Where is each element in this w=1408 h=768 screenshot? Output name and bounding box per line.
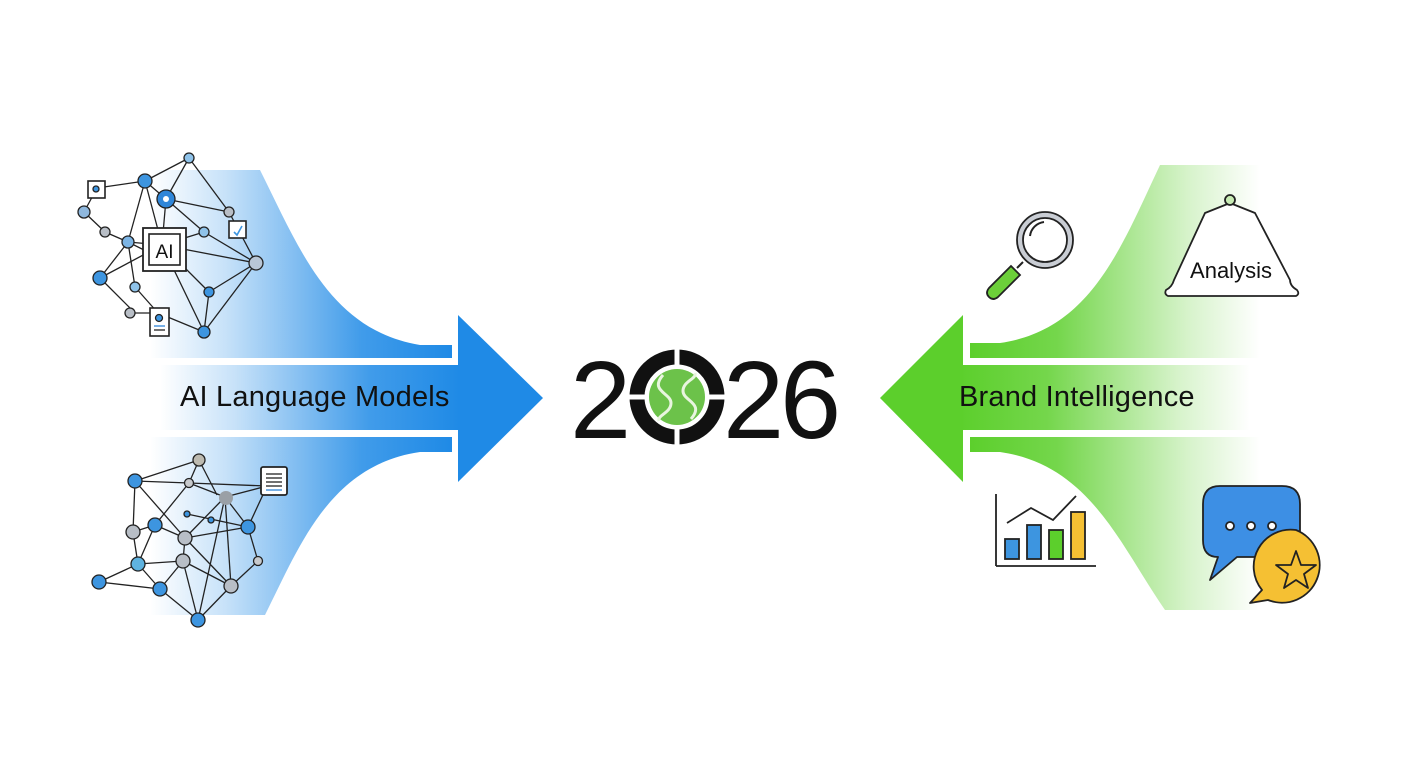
right-flow-label: Brand Intelligence bbox=[959, 381, 1195, 413]
ai-network-icon bbox=[77, 152, 264, 339]
magnifier-icon bbox=[986, 211, 1074, 300]
left-flow-arrow bbox=[150, 170, 543, 615]
year-digit-6: 6 bbox=[780, 346, 841, 446]
year-digit-0-ring bbox=[625, 346, 729, 446]
chat-review-icon bbox=[1202, 485, 1321, 604]
year-digit-2a: 2 bbox=[570, 346, 631, 446]
knowledge-graph-icon bbox=[91, 453, 288, 628]
analysis-label: Analysis bbox=[1190, 258, 1272, 283]
year-digit-2b: 2 bbox=[723, 346, 784, 446]
left-flow-label: AI Language Models bbox=[180, 381, 450, 413]
bar-chart-icon bbox=[995, 494, 1096, 567]
ai-chip-label: AI bbox=[156, 242, 174, 263]
analysis-bell-icon bbox=[1164, 194, 1300, 297]
right-flow-arrow bbox=[880, 165, 1260, 610]
year-logo: 2 2 6 bbox=[570, 346, 841, 446]
